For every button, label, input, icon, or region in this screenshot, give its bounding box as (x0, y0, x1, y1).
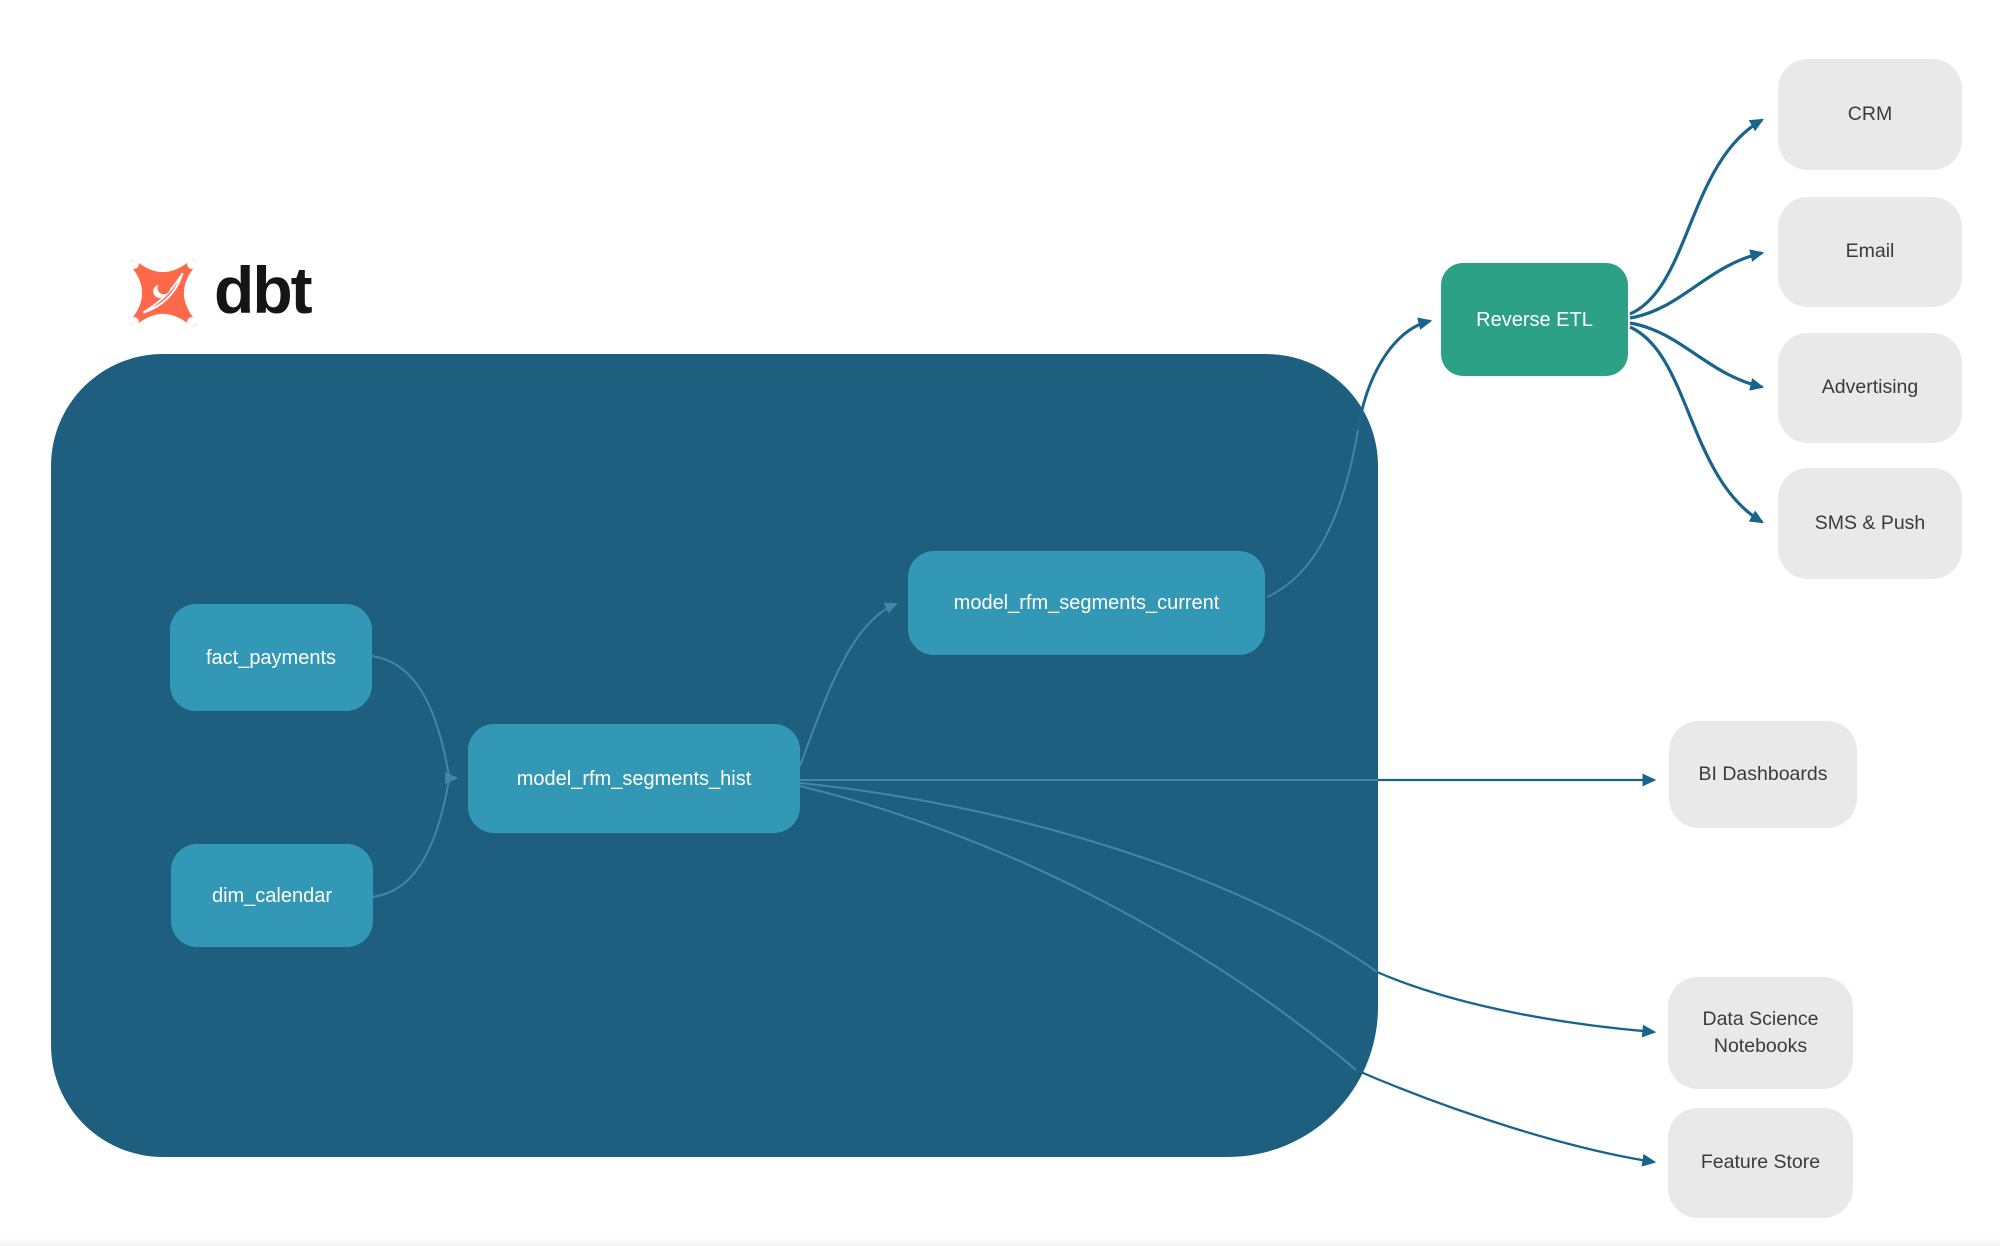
node-feature-store: Feature Store (1668, 1108, 1853, 1218)
node-email: Email (1778, 197, 1962, 307)
node-model-rfm-segments-current-label: model_rfm_segments_current (953, 592, 1220, 614)
dbt-logo-icon (129, 259, 197, 327)
node-reverse-etl-label: Reverse ETL (1476, 308, 1593, 331)
node-email-label: Email (1845, 240, 1895, 263)
node-bi-dashboards-label: BI Dashboards (1698, 762, 1828, 785)
edge-current-to-reverse-etl-outside (1356, 317, 1433, 431)
node-advertising-label: Advertising (1821, 376, 1919, 399)
node-data-science-notebooks-label: Data Science Notebooks (1702, 1007, 1819, 1057)
node-sms-push-label: SMS & Push (1814, 511, 1926, 534)
dbt-logo-wordmark: dbt (214, 253, 313, 327)
node-model-rfm-segments-hist: model_rfm_segments_hist (468, 724, 800, 833)
edge-reverse-etl-to-email (1629, 249, 1765, 320)
node-dim-calendar-label: dim_calendar (211, 884, 333, 907)
bottom-edge-shadow (0, 1238, 2000, 1246)
edge-to-data-science-notebooks (1376, 970, 1657, 1038)
edge-reverse-etl-to-crm (1629, 118, 1765, 316)
node-fact-payments: fact_payments (170, 604, 372, 711)
dbt-logo: dbt (122, 252, 313, 334)
node-feature-store-label: Feature Store (1700, 1151, 1821, 1174)
node-model-rfm-segments-current: model_rfm_segments_current (908, 551, 1265, 655)
node-crm: CRM (1778, 59, 1962, 170)
node-dim-calendar: dim_calendar (171, 844, 373, 947)
node-crm-label: CRM (1847, 102, 1893, 125)
node-data-science-notebooks: Data Science Notebooks (1668, 977, 1853, 1089)
node-advertising: Advertising (1778, 333, 1962, 443)
node-reverse-etl: Reverse ETL (1441, 263, 1628, 376)
node-model-rfm-segments-hist-label: model_rfm_segments_hist (516, 767, 752, 790)
node-sms-push: SMS & Push (1778, 468, 1962, 579)
edge-reverse-etl-to-sms-push (1629, 325, 1765, 524)
node-fact-payments-label: fact_payments (205, 646, 337, 669)
edge-reverse-etl-to-advertising (1629, 321, 1765, 391)
node-bi-dashboards: BI Dashboards (1669, 721, 1857, 828)
edge-to-feature-store (1355, 1068, 1657, 1167)
